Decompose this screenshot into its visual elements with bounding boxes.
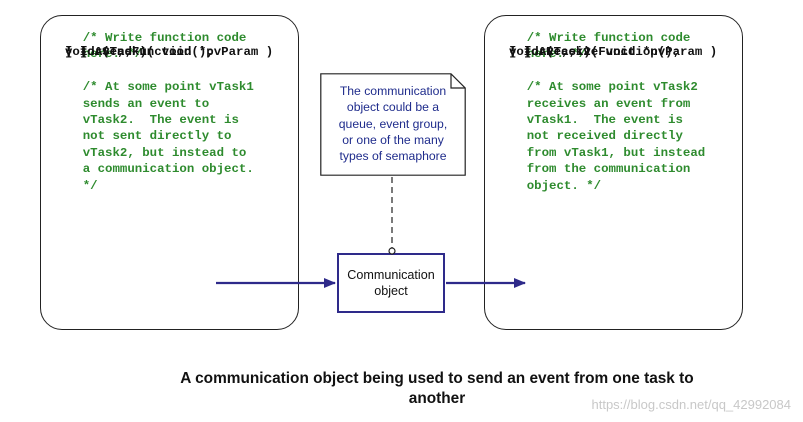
code-line: object. */: [497, 178, 602, 193]
code-line: AReceiveFunction();: [509, 45, 681, 59]
caption-line2: another: [408, 390, 466, 407]
communication-object-box: Communication object: [337, 253, 445, 313]
task2-code: void vTask2( void *pvParam ){ for( ;; ) …: [497, 30, 717, 194]
task1-code-box: void vTask1( void *pvParam ){ for( ;; ) …: [40, 15, 299, 330]
task1-code: void vTask1( void *pvParam ){ for( ;; ) …: [53, 30, 273, 194]
code-line: /* At some point vTask2: [497, 80, 698, 95]
code-line: }: [509, 45, 532, 59]
code-line: /* Write function code: [497, 31, 691, 45]
note-line: types of semaphore: [339, 149, 447, 164]
code-line: here. */: [53, 47, 143, 62]
note-line: queue, event group,: [338, 116, 448, 131]
code-line: {: [509, 45, 532, 59]
code-line: for( ;; ): [509, 45, 591, 59]
code-line: ASendFunction();: [65, 45, 214, 59]
code-line: /* At some point vTask1: [53, 80, 254, 95]
watermark: https://blog.csdn.net/qq_42992084: [591, 397, 792, 412]
code-line: a communication object.: [53, 162, 254, 177]
code-line: receives an event from: [497, 96, 691, 111]
note-callout: The communication object could be a queu…: [320, 73, 466, 176]
code-line: }: [509, 45, 517, 59]
note-connector-anchor: [388, 247, 396, 255]
code-line: sends an event to: [53, 96, 210, 111]
communication-object-label-line2: object: [374, 284, 408, 298]
note-line: The communication: [339, 84, 447, 98]
code-line: ....: [509, 45, 569, 59]
code-line: from the communication: [497, 162, 691, 177]
note-line: or one of the many: [342, 132, 444, 147]
caption-line1: A communication object being used to sen…: [180, 370, 694, 387]
code-line: not received directly: [497, 129, 683, 144]
code-line: {: [509, 45, 517, 59]
note-shape: [320, 73, 466, 176]
note-text: The communication object could be a queu…: [326, 83, 460, 164]
code-line: }: [65, 45, 73, 59]
code-line: void vTask2( void *pvParam ): [509, 45, 718, 59]
code-line: here. */: [497, 47, 587, 62]
note-line: object could be a: [346, 100, 440, 115]
communication-object-label-line1: Communication: [347, 268, 435, 282]
code-line: {: [65, 45, 88, 59]
code-line: }: [65, 45, 88, 59]
figure-caption: A communication object being used to sen…: [100, 369, 774, 409]
code-line: vTask2, but instead to: [53, 145, 247, 160]
code-line: ....: [65, 45, 125, 59]
code-line: vTask1. The event is: [497, 112, 683, 127]
code-line: from vTask1, but instead: [497, 145, 706, 160]
code-line: for( ;; ): [65, 45, 147, 59]
task2-code-box: void vTask2( void *pvParam ){ for( ;; ) …: [484, 15, 743, 330]
code-line: {: [65, 45, 73, 59]
code-line: /* Write function code: [53, 31, 247, 45]
code-line: */: [53, 178, 98, 193]
code-line: vTask2. The event is: [53, 112, 239, 127]
code-line: not sent directly to: [53, 129, 232, 144]
code-line: void vTask1( void *pvParam ): [65, 45, 274, 59]
